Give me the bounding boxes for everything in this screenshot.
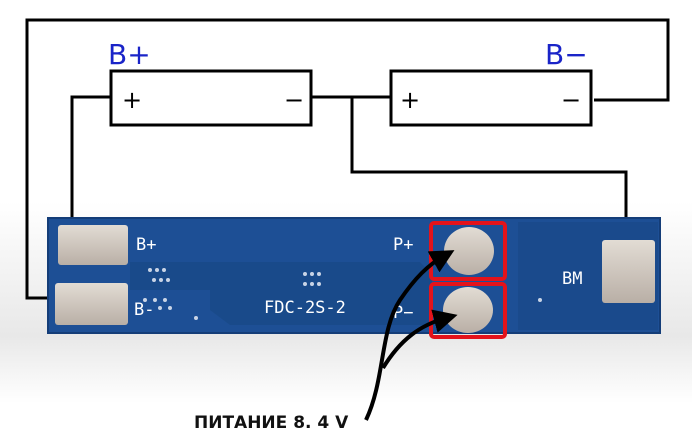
b-minus-pad <box>55 283 128 325</box>
battery-2-minus: − <box>561 86 581 114</box>
board-model: FDC-2S-2 <box>264 298 346 318</box>
bms-board: B+ B- P+ P− FDC-2S-2 BM <box>47 217 661 339</box>
b-plus-pad-label: B+ <box>136 235 156 255</box>
p-minus-pad <box>443 287 493 333</box>
battery-1-plus: + <box>122 86 142 114</box>
p-plus-pad-label: P+ <box>393 235 413 255</box>
p-plus-pad <box>444 227 494 275</box>
b-plus-pad <box>58 225 128 265</box>
arrow-to-p-minus <box>381 309 458 370</box>
b-plus-wire <box>70 95 110 240</box>
p-minus-pad-label: P− <box>393 303 413 323</box>
battery-1: + − <box>109 69 313 127</box>
vias <box>143 268 542 320</box>
b-plus-label: B+ <box>108 38 151 71</box>
bm-pad-label: BM <box>562 269 582 289</box>
power-caption: ПИТАНИЕ 8. 4 V <box>194 413 349 433</box>
battery-2: + − <box>389 69 593 127</box>
battery-1-minus: − <box>284 86 304 114</box>
power-arrows <box>364 250 458 421</box>
arrow-to-p-plus <box>364 250 455 421</box>
p-minus-highlight <box>429 282 507 339</box>
outer-wire <box>25 18 670 300</box>
bm-wire <box>350 97 628 250</box>
b-minus-pad-label: B- <box>134 300 154 320</box>
wires <box>25 18 670 300</box>
battery-2-plus: + <box>400 86 420 114</box>
bm-pad <box>602 240 655 303</box>
b-minus-label: B− <box>545 38 588 71</box>
